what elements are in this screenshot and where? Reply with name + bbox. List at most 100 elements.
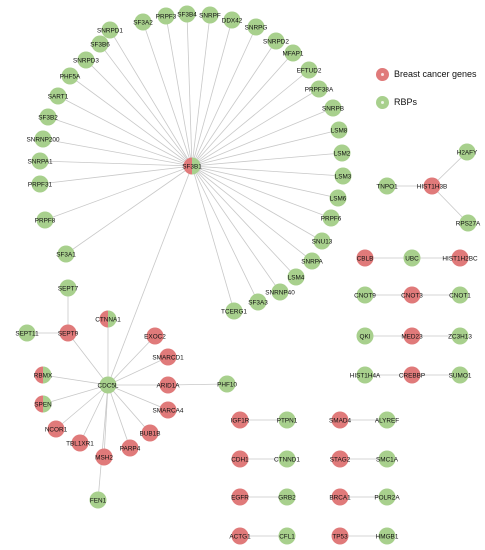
node-prpf31: PRPF31 <box>28 175 53 193</box>
node-label: FEN1 <box>90 497 107 504</box>
node-label: NCOR1 <box>45 426 68 433</box>
node-circle <box>89 491 107 509</box>
node-cdh1: CDH1 <box>231 450 249 468</box>
edge-sept9-cdc5l <box>67 332 109 386</box>
node-circle <box>356 327 374 345</box>
node-sf3b4: SF3B4 <box>177 5 197 23</box>
edge-sf3b1-lsm3 <box>191 165 344 177</box>
edge-sf3b1-snrpa1 <box>39 160 193 167</box>
node-label: SMARCD1 <box>152 354 184 361</box>
node-circle <box>423 177 441 195</box>
node-polr2a: POLR2A <box>374 488 400 506</box>
node-circle <box>303 252 321 270</box>
node-label: HIST1H3B <box>417 183 448 190</box>
node-circle <box>225 302 243 320</box>
node-circle <box>310 80 328 98</box>
edge-sf3b1-snrpg <box>191 26 257 167</box>
node-smad4: SMAD4 <box>329 411 351 429</box>
node-label: SPEN <box>34 401 52 408</box>
node-sf3a2: SF3A2 <box>133 13 153 31</box>
edge-rbmx-cdc5l <box>42 374 109 386</box>
node-circle <box>146 327 164 345</box>
node-snrpg: SNRPG <box>245 18 267 36</box>
node-circle <box>223 11 241 29</box>
node-label: SNRPD1 <box>97 27 123 34</box>
node-circle <box>34 130 52 148</box>
node-grb2: GRB2 <box>278 488 296 506</box>
node-circle <box>378 450 396 468</box>
edge-sf3b1-sf3b4 <box>186 13 193 167</box>
node-circle-half-rbp <box>192 157 201 175</box>
legend-item-breast-cancer: Breast cancer genes <box>376 60 477 88</box>
edge-sf3b1-sf3b6 <box>99 43 193 167</box>
node-label: LSM6 <box>330 195 347 202</box>
node-circle-half-breast-cancer <box>99 310 108 328</box>
node-circle <box>458 143 476 161</box>
node-circle <box>157 7 175 25</box>
edge-sf3b1-snrnp200 <box>42 138 193 167</box>
node-label: UBC <box>405 255 419 262</box>
node-label: SMARCA4 <box>153 407 184 414</box>
node-qki: QKI <box>356 327 374 345</box>
node-circle <box>47 420 65 438</box>
node-circle-half-breast-cancer <box>183 157 192 175</box>
node-label: SF3B4 <box>177 11 197 18</box>
node-circle <box>49 87 67 105</box>
edge-tbl1xr1-cdc5l <box>79 384 109 444</box>
edge-arid1a-phf10 <box>167 383 228 386</box>
node-circle <box>121 439 139 457</box>
node-label: EFTUD2 <box>297 67 322 74</box>
node-label: SMAD4 <box>329 417 351 424</box>
node-circle <box>403 327 421 345</box>
node-circle <box>324 99 342 117</box>
node-label: TCERG1 <box>221 308 247 315</box>
node-label: RPS27A <box>456 220 481 227</box>
edge-sf3b1-cdc5l <box>107 165 193 386</box>
node-parp4: PARP4 <box>120 439 141 457</box>
node-hist1h2bc: HIST1H2BC <box>442 249 478 267</box>
node-circle <box>249 293 267 311</box>
node-sf3b6: SF3B6 <box>90 35 110 53</box>
node-label: HIST1H4A <box>350 372 381 379</box>
node-hist1h3b: HIST1H3B <box>417 177 448 195</box>
node-circle <box>334 167 352 185</box>
edge-fen1-cdc5l <box>97 384 109 501</box>
edge-smarcd1-cdc5l <box>107 356 169 386</box>
node-circle <box>313 232 331 250</box>
node-cnot1: CNOT1 <box>449 286 471 304</box>
node-label: ALYREF <box>375 417 399 424</box>
node-rbmx: RBMX <box>34 366 53 384</box>
node-zc3h13: ZC3H13 <box>448 327 472 345</box>
node-circle <box>141 424 159 442</box>
node-label: PARP4 <box>120 445 141 452</box>
node-label: LSM8 <box>331 127 348 134</box>
node-circle <box>91 35 109 53</box>
node-circle-half-rbp <box>108 310 117 328</box>
edge-bub1b-cdc5l <box>107 384 151 434</box>
node-label: CTNNA1 <box>95 316 121 323</box>
node-ctnna1: CTNNA1 <box>95 310 121 328</box>
node-tnpo1: TNPO1 <box>376 177 398 195</box>
node-snu13: SNU13 <box>312 232 333 250</box>
node-circle <box>330 121 348 139</box>
node-label: SNRPA <box>301 258 323 265</box>
node-label: LSM2 <box>334 150 351 157</box>
edge-sf3b1-tcerg1 <box>191 165 235 312</box>
node-circle <box>287 268 305 286</box>
node-snrpa1: SNRPA1 <box>27 152 53 170</box>
node-label: BUB1B <box>140 430 161 437</box>
edge-sf3b1-prpf3 <box>165 15 193 167</box>
node-circle <box>403 249 421 267</box>
node-label: CBLB <box>357 255 374 262</box>
node-label: SEPT7 <box>58 285 79 292</box>
node-snrpb: SNRPB <box>322 99 344 117</box>
node-circle <box>31 175 49 193</box>
node-circle <box>18 324 36 342</box>
node-circle <box>278 527 296 545</box>
node-circle <box>451 286 469 304</box>
node-circle <box>39 108 57 126</box>
node-label: STAG2 <box>330 456 351 463</box>
node-ubc: UBC <box>403 249 421 267</box>
